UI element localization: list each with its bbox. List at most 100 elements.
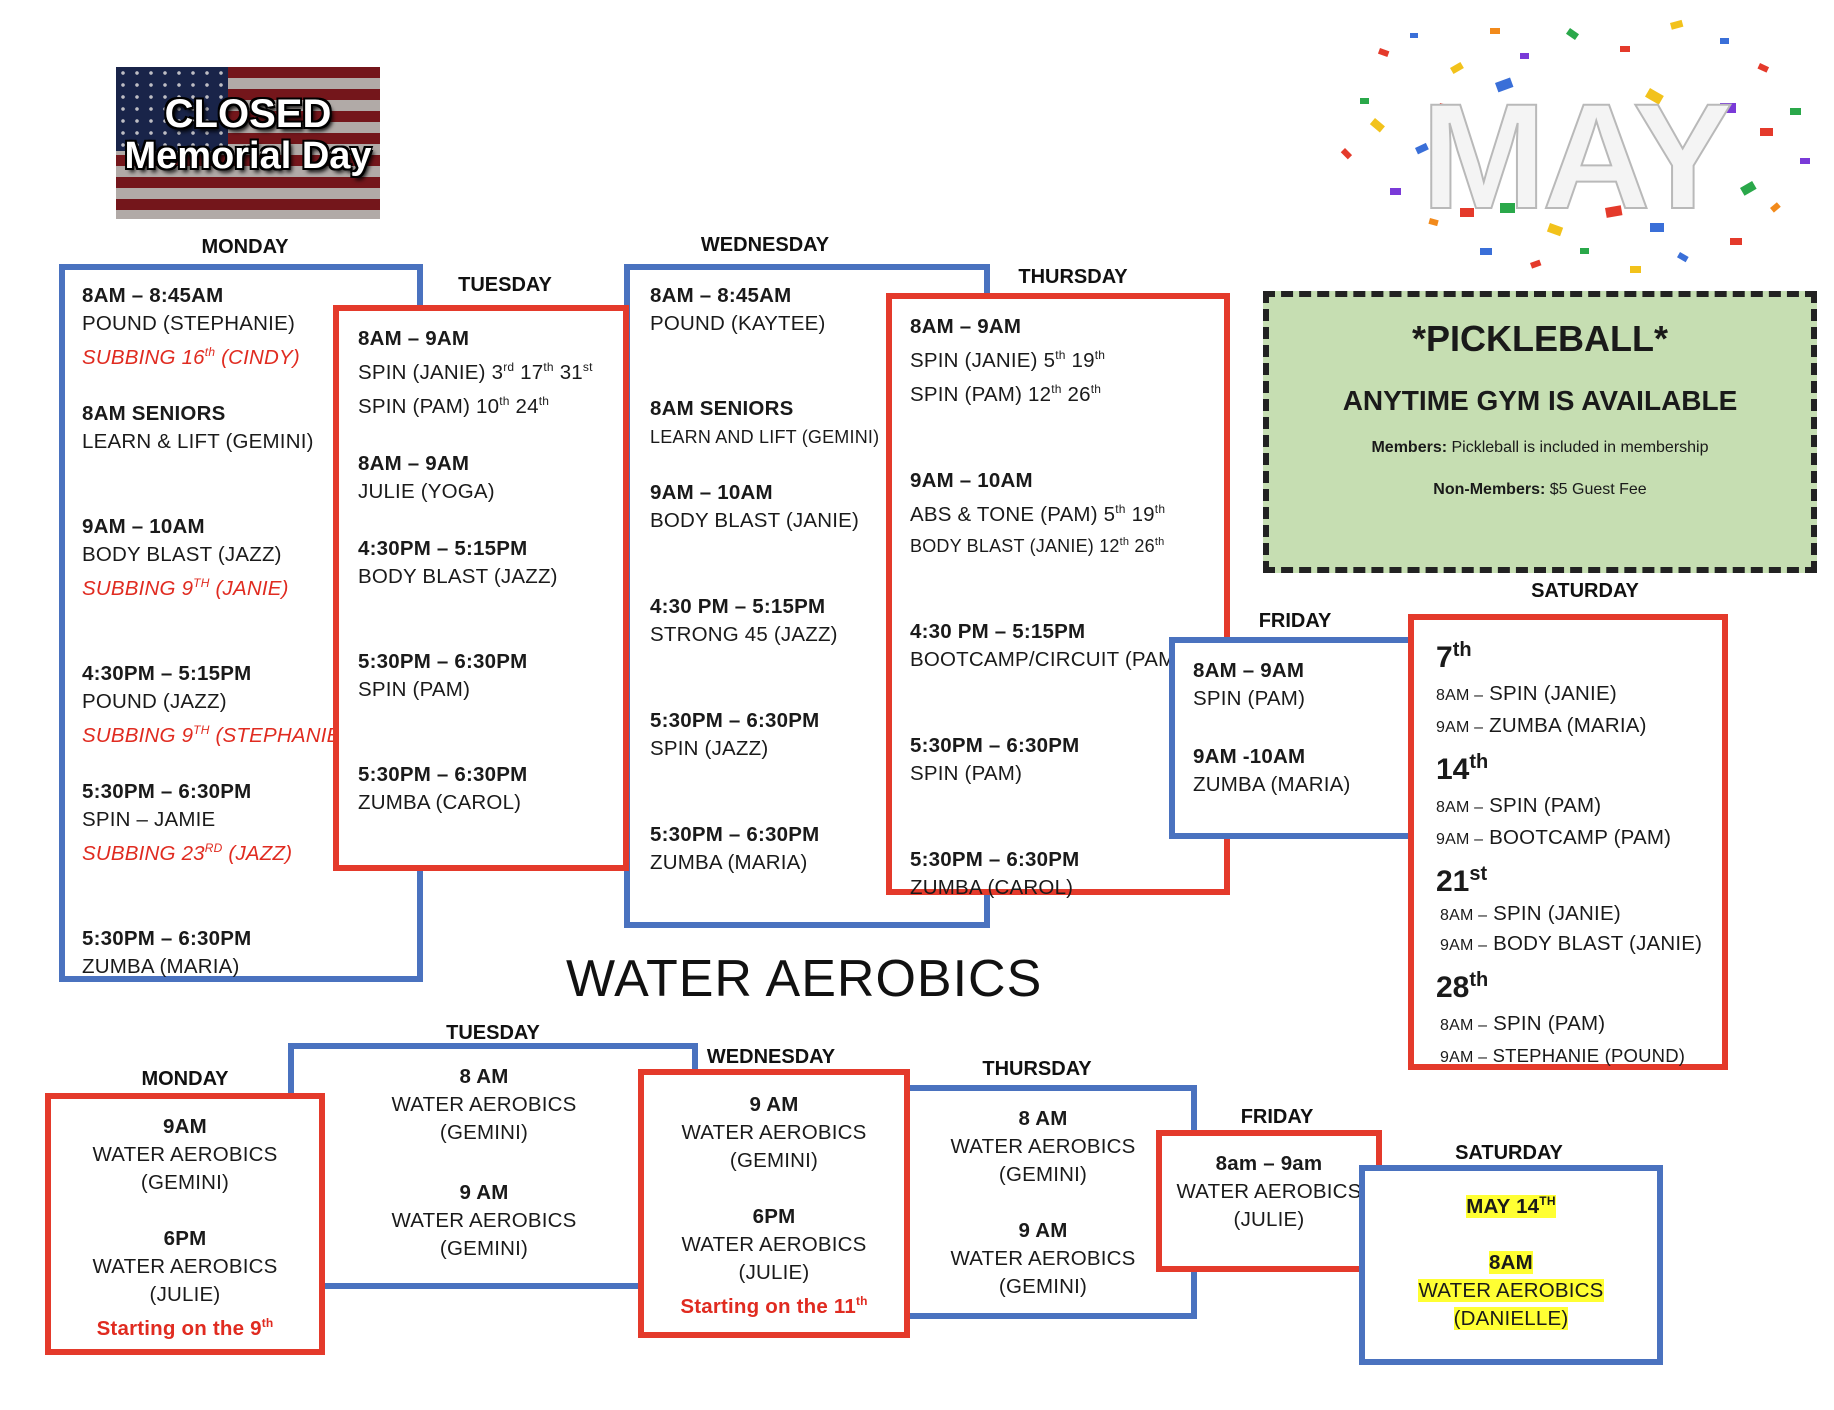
class-time: 5:30PM – 6:30PM — [358, 762, 528, 786]
class-name: WATER AEROBICS — [92, 1143, 278, 1166]
class-name: ABS & TONE (PAM) 5th 19th — [910, 501, 1166, 526]
friday-heading: FRIDAY — [1258, 610, 1332, 632]
class-time: 8AM – 8:45AM — [650, 284, 792, 307]
class-row: 8AM – SPIN (PAM) — [1440, 1012, 1606, 1035]
class-name: WATER AEROBICS — [681, 1121, 867, 1144]
class-time: 5:30PM – 6:30PM — [910, 734, 1080, 758]
class-time: 9 AM — [749, 1093, 799, 1116]
class-row: 9AM – STEPHANIE (POUND) — [1440, 1045, 1686, 1066]
class-name: WATER AEROBICS — [1176, 1180, 1362, 1203]
class-time: 6PM — [163, 1227, 207, 1250]
class-time: 5:30PM – 6:30PM — [82, 927, 252, 951]
class-row: 8AM – SPIN (JANIE) — [1440, 902, 1621, 925]
class-name: SPIN (JAZZ) — [650, 737, 769, 760]
banner-memorial-day: Memorial Day — [124, 135, 372, 177]
class-time: 9AM -10AM — [1193, 745, 1306, 768]
class-row: 9AM – ZUMBA (MARIA) — [1436, 714, 1647, 737]
class-time: 4:30PM – 5:15PM — [82, 661, 252, 685]
class-name: LEARN AND LIFT (GEMINI) — [650, 427, 880, 447]
monday-heading: MONDAY — [201, 236, 289, 258]
memorial-day-banner: CLOSED Memorial Day — [116, 67, 380, 219]
class-instructor: (GEMINI) — [439, 1237, 529, 1260]
class-time: 4:30 PM – 5:15PM — [650, 595, 826, 618]
water-thursday-heading: THURSDAY — [982, 1058, 1092, 1080]
class-name: SPIN (PAM) 10th 24th — [358, 393, 550, 418]
saturday-date: 21st — [1436, 863, 1488, 898]
class-instructor: (GEMINI) — [140, 1171, 230, 1194]
pickleball-subtitle: ANYTIME GYM IS AVAILABLE — [1342, 385, 1738, 416]
class-name: JULIE (YOGA) — [358, 479, 495, 503]
sub-note: SUBBING 9TH (JANIE) — [82, 575, 289, 600]
may-graphic: MAY — [1320, 8, 1830, 290]
water-wednesday-box: 9 AM WATER AEROBICS (GEMINI) 6PM WATER A… — [638, 1069, 910, 1338]
pickleball-box: *PICKLEBALL* ANYTIME GYM IS AVAILABLE Me… — [1263, 291, 1817, 573]
class-time: 8am – 9am — [1215, 1152, 1323, 1175]
class-name: ZUMBA (CAROL) — [358, 790, 522, 814]
class-time: 6PM — [752, 1205, 796, 1228]
nonmembers-line: Non-Members: $5 Guest Fee — [1433, 481, 1647, 498]
class-time: 8AM SENIORS — [650, 397, 794, 420]
class-name: BODY BLAST (JANIE) 12th 26th — [910, 536, 1165, 557]
class-time: 8AM – 9AM — [358, 451, 470, 475]
tuesday-classes-box: 8AM – 9AM SPIN (JANIE) 3rd 17th 31st SPI… — [333, 305, 629, 871]
class-instructor: (GEMINI) — [729, 1149, 819, 1172]
class-instructor: (DANIELLE) — [1453, 1306, 1569, 1330]
flag-canton — [116, 67, 228, 151]
water-monday-box: 9AM WATER AEROBICS (GEMINI) 6PM WATER AE… — [45, 1093, 325, 1355]
water-saturday-box: MAY 14TH 8AM WATER AEROBICS (DANIELLE) — [1359, 1165, 1663, 1365]
saturday-date: MAY 14TH — [1466, 1194, 1556, 1218]
class-instructor: (JULIE) — [149, 1283, 221, 1306]
class-time: 9 AM — [1018, 1219, 1068, 1242]
class-name: POUND (JAZZ) — [82, 689, 227, 713]
class-name: SPIN (PAM) — [910, 762, 1023, 786]
water-monday-heading: MONDAY — [141, 1068, 229, 1090]
class-time: 8AM — [1489, 1250, 1533, 1274]
water-tuesday-heading: TUESDAY — [446, 1022, 540, 1044]
class-time: 8AM – 9AM — [358, 327, 470, 350]
class-instructor: (JULIE) — [738, 1261, 810, 1284]
class-name: WATER AEROBICS — [1418, 1278, 1604, 1302]
class-time: 8 AM — [1018, 1107, 1068, 1130]
class-name: POUND (STEPHANIE) — [82, 312, 295, 335]
class-time: 9AM — [163, 1115, 207, 1138]
class-row: 9AM – BOOTCAMP (PAM) — [1436, 826, 1672, 849]
class-time: 4:30PM – 5:15PM — [358, 536, 528, 560]
water-wednesday-heading: WEDNESDAY — [706, 1046, 836, 1068]
class-name: ZUMBA (MARIA) — [650, 851, 808, 874]
class-name: WATER AEROBICS — [391, 1093, 577, 1116]
class-name: STRONG 45 (JAZZ) — [650, 623, 838, 646]
class-name: BODY BLAST (JAZZ) — [358, 564, 558, 588]
water-friday-box: 8am – 9am WATER AEROBICS (JULIE) — [1156, 1130, 1382, 1272]
class-instructor: (JULIE) — [1233, 1208, 1305, 1231]
saturday-heading: SATURDAY — [1531, 580, 1639, 602]
class-name: POUND (KAYTEE) — [650, 312, 826, 335]
class-time: 8AM – 9AM — [1193, 659, 1305, 682]
water-saturday-heading: SATURDAY — [1455, 1142, 1563, 1164]
class-time: 5:30PM – 6:30PM — [910, 848, 1080, 872]
class-name: LEARN & LIFT (GEMINI) — [82, 429, 314, 453]
thursday-heading: THURSDAY — [1018, 266, 1128, 288]
class-row: 8AM – SPIN (PAM) — [1436, 794, 1602, 817]
saturday-date: 14th — [1436, 751, 1489, 786]
water-aerobics-title: WATER AEROBICS — [566, 950, 1043, 1008]
sub-note: SUBBING 9TH (STEPHANIE) — [82, 722, 348, 747]
class-instructor: (GEMINI) — [998, 1163, 1088, 1186]
class-name: BODY BLAST (JANIE) — [650, 509, 860, 532]
start-note: Starting on the 11th — [680, 1294, 868, 1318]
class-name: WATER AEROBICS — [950, 1247, 1136, 1270]
banner-closed: CLOSED — [164, 92, 332, 136]
tuesday-heading: TUESDAY — [458, 274, 552, 296]
saturday-classes-box: 7th 8AM – SPIN (JANIE) 9AM – ZUMBA (MARI… — [1408, 614, 1728, 1070]
class-time: 9 AM — [459, 1181, 509, 1204]
class-time: 8AM SENIORS — [82, 401, 226, 425]
class-time: 8AM – 9AM — [910, 315, 1022, 338]
pickleball-title: *PICKLEBALL* — [1411, 318, 1668, 359]
friday-classes-box: 8AM – 9AM SPIN (PAM) 9AM -10AM ZUMBA (MA… — [1169, 637, 1421, 839]
class-name: SPIN (PAM) — [1193, 687, 1306, 710]
saturday-date: 7th — [1436, 639, 1472, 674]
water-thursday-box: 8 AM WATER AEROBICS (GEMINI) 9 AM WATER … — [889, 1085, 1197, 1319]
class-name: BODY BLAST (JAZZ) — [82, 542, 282, 566]
start-note: Starting on the 9th — [96, 1316, 274, 1340]
class-name: SPIN – JAMIE — [82, 808, 216, 832]
may-title: MAY — [1421, 72, 1731, 240]
